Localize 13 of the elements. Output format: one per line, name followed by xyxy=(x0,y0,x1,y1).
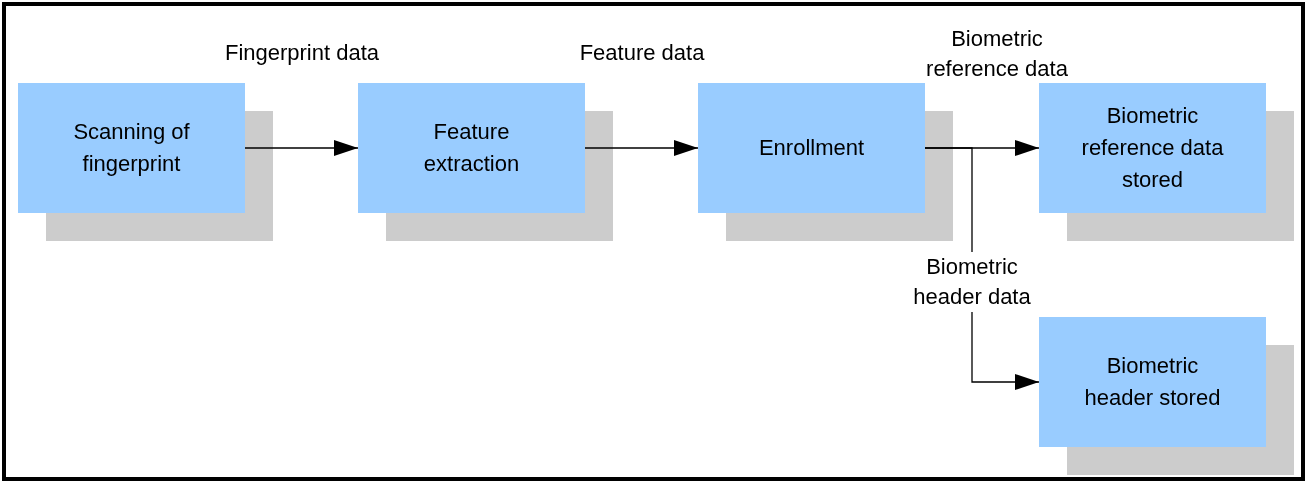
process-box xyxy=(1039,317,1266,447)
arrow xyxy=(584,140,699,156)
process-box xyxy=(18,83,245,213)
process-box xyxy=(358,83,585,213)
arrow xyxy=(244,140,359,156)
edge-label: Biometric header data xyxy=(912,252,1032,312)
box-label: Enrollment xyxy=(758,134,865,162)
box-label: Feature extraction xyxy=(422,118,521,178)
box-label: Scanning of fingerprint xyxy=(72,118,191,178)
box-label: Biometric reference data stored xyxy=(1080,102,1225,194)
process-box xyxy=(698,83,925,213)
process-box xyxy=(1039,83,1266,213)
box-label: Biometric header stored xyxy=(1083,352,1222,412)
